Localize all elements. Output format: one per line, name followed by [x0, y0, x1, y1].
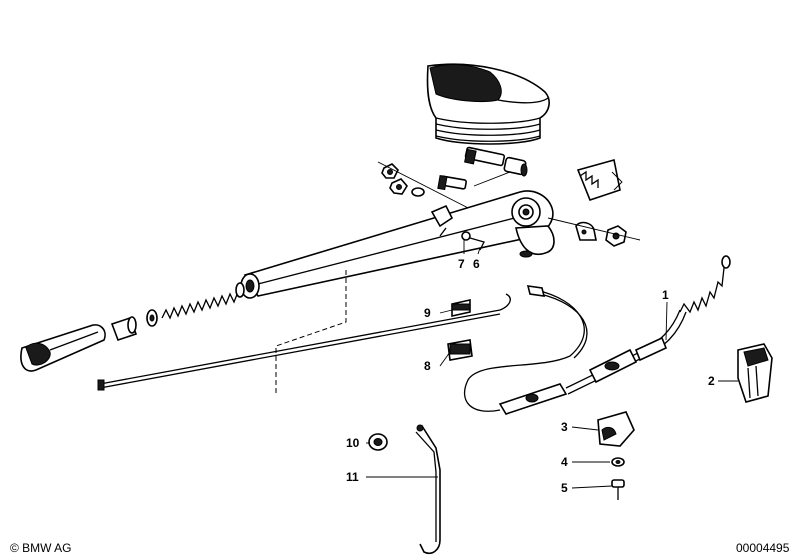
pivot-hardware	[461, 217, 641, 251]
callout-5: 5	[561, 481, 568, 495]
guide-clip	[737, 343, 773, 403]
grip-assembly	[20, 270, 347, 396]
diagram-number: 00004495	[736, 541, 790, 555]
callout-8: 8	[424, 359, 431, 373]
upper-fasteners	[377, 146, 528, 215]
callout-leaders	[366, 240, 738, 489]
callout-4: 4	[561, 455, 568, 469]
callout-6: 6	[473, 257, 480, 271]
bracket-assembly	[597, 411, 635, 500]
copyright-text: © BMW AG	[10, 541, 72, 555]
ratchet-segment	[576, 158, 623, 201]
callout-7: 7	[458, 257, 465, 271]
brake-cable	[463, 255, 731, 415]
lower-rod-assembly	[368, 424, 441, 555]
callout-11: 11	[346, 470, 359, 484]
callout-2: 2	[708, 374, 715, 388]
pull-rod	[97, 293, 511, 391]
callout-labels: 1 2 3 4 5 6 7 8 9 10 11	[346, 257, 715, 495]
hand-brake-lever	[240, 190, 555, 299]
callout-3: 3	[561, 420, 568, 434]
callout-1: 1	[662, 288, 669, 302]
callout-10: 10	[346, 436, 360, 450]
boot-illustration	[426, 63, 550, 145]
callout-9: 9	[424, 306, 431, 320]
